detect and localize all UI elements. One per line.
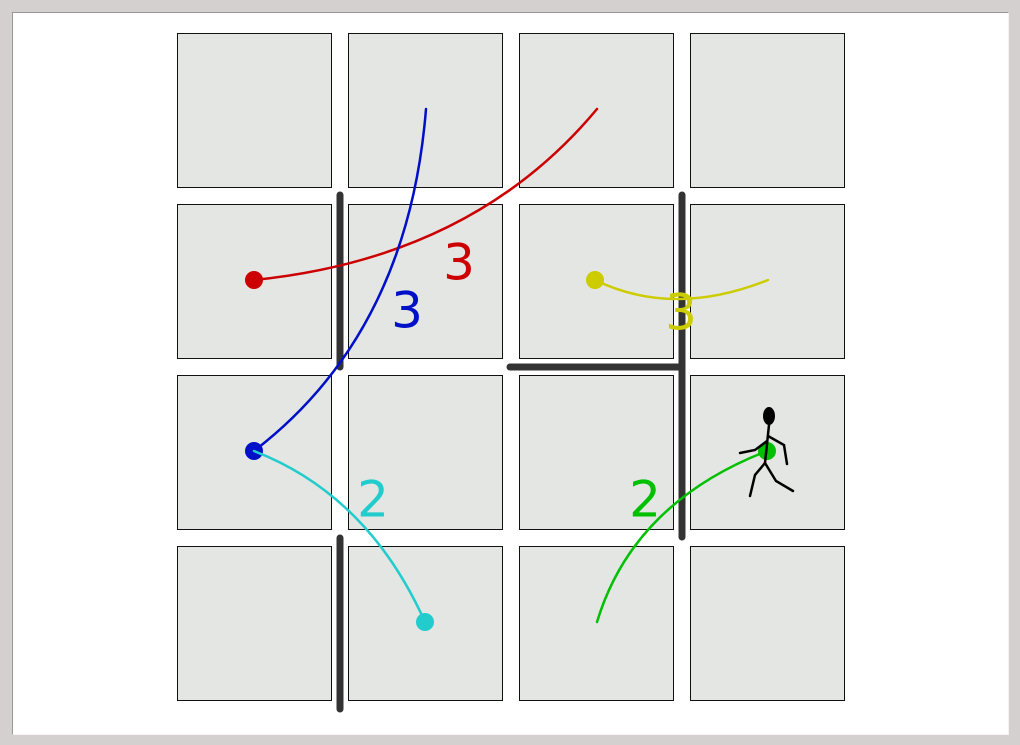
stick-figure-leg-left [748, 461, 767, 498]
cell-r0-c3[interactable] [690, 33, 845, 188]
path-yellow[interactable]: 3 [586, 271, 770, 342]
path-green-label: 2 [629, 471, 661, 529]
walls [336, 191, 686, 713]
game-board[interactable]: 3 3 3 2 2 [13, 13, 1008, 734]
stick-figure-body [763, 423, 771, 465]
path-red[interactable]: 3 [245, 107, 599, 292]
path-blue-label: 3 [391, 282, 423, 340]
cell-r3-c0[interactable] [177, 546, 332, 701]
path-green-curve [595, 449, 769, 624]
path-red-start-dot[interactable] [245, 271, 263, 289]
path-cyan[interactable]: 2 [252, 449, 434, 631]
stick-figure-leg-right [763, 461, 795, 493]
cell-r3-c3[interactable] [690, 546, 845, 701]
cell-r0-c0[interactable] [177, 33, 332, 188]
path-blue[interactable]: 3 [245, 107, 428, 460]
cell-r3-c2[interactable] [519, 546, 674, 701]
path-yellow-label: 3 [665, 284, 697, 342]
stick-figure-arm-right [766, 434, 789, 466]
game-frame: 3 3 3 2 2 [12, 12, 1009, 735]
stick-figure-head [763, 407, 775, 425]
cell-r2-c1[interactable] [348, 375, 503, 530]
cell-r2-c2[interactable] [519, 375, 674, 530]
path-cyan-end-dot[interactable] [416, 613, 434, 631]
path-yellow-start-dot[interactable] [586, 271, 604, 289]
stick-figure-arm-left [738, 439, 769, 455]
cell-r3-c1[interactable] [348, 546, 503, 701]
cell-r1-c1[interactable] [348, 204, 503, 359]
stick-figure-icon[interactable] [738, 407, 795, 498]
path-blue-curve [252, 107, 428, 453]
path-cyan-curve [252, 449, 427, 624]
cell-grid [177, 33, 845, 701]
path-red-label: 3 [443, 234, 475, 292]
path-red-curve [252, 107, 599, 282]
path-green[interactable]: 2 [595, 442, 776, 624]
paths: 3 3 3 2 2 [245, 107, 776, 631]
path-cyan-label: 2 [357, 471, 389, 529]
path-yellow-curve [593, 278, 770, 301]
